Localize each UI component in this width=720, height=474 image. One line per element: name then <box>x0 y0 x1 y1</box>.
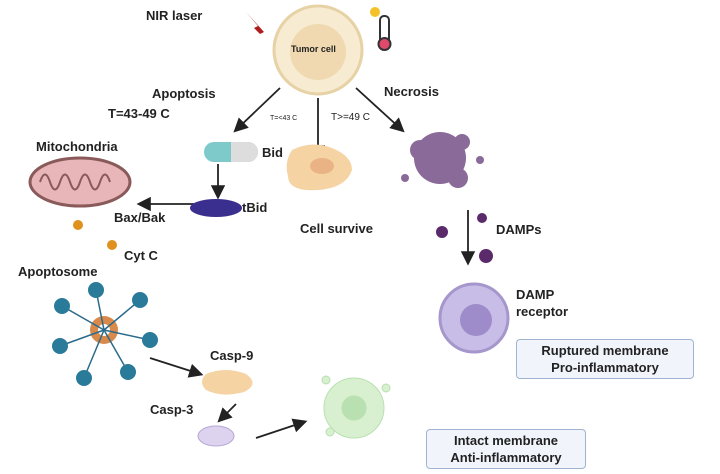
apoptosis-label: Apoptosis <box>152 86 216 101</box>
damp-receptor-label-2: receptor <box>516 304 569 319</box>
nir-laser-label: NIR laser <box>146 8 203 23</box>
apoptosis-summary-line2: Anti-inflammatory <box>450 450 562 465</box>
tbid-icon <box>190 199 242 217</box>
damp-receptor-cell <box>438 282 510 354</box>
casp3-label: Casp-3 <box>150 402 194 417</box>
bid-label: Bid <box>262 145 283 160</box>
cyt-c-dot <box>73 220 83 230</box>
bid-capsule-icon <box>204 142 258 162</box>
apoptotic-cell <box>321 375 391 439</box>
cyt-c-label: Cyt C <box>124 248 158 263</box>
bax-bak-label: Bax/Bak <box>114 210 166 225</box>
necrotic-cell <box>401 132 484 188</box>
cyt-c-dot <box>107 240 117 250</box>
apoptosis-temp-label: T=43-49 C <box>108 106 170 121</box>
necrosis-summary-line1: Ruptured membrane <box>541 343 669 358</box>
mitochondria-label: Mitochondria <box>36 139 118 154</box>
apoptosis-summary-box: Intact membrane Anti-inflammatory <box>426 429 586 469</box>
damp-particles <box>436 213 493 263</box>
low-temp-label: T=<43 C <box>270 115 298 122</box>
casp9-cell <box>202 370 253 395</box>
necrosis-summary-box: Ruptured membrane Pro-inflammatory <box>516 339 694 379</box>
arrows <box>136 87 476 439</box>
necrosis-label: Necrosis <box>384 84 439 99</box>
casp9-label: Casp-9 <box>210 348 254 363</box>
cell-survive-label: Cell survive <box>300 221 373 236</box>
damp-receptor-label-1: DAMP <box>516 287 555 302</box>
apoptosis-summary-line1: Intact membrane <box>453 433 559 448</box>
high-temp-label: T>=49 C <box>331 112 370 123</box>
mitochondria-icon <box>28 156 132 208</box>
tbid-label: tBid <box>242 200 268 215</box>
damps-label: DAMPs <box>496 222 542 237</box>
necrosis-summary-line2: Pro-inflammatory <box>551 360 659 375</box>
casp3-cell <box>197 425 235 447</box>
thermometer-icon <box>370 7 392 51</box>
tumor-cell <box>272 4 364 96</box>
tumor-cell-label: Tumor cell <box>291 44 336 54</box>
laser-bolt-icon <box>246 12 272 46</box>
apoptosome-icon <box>52 282 158 386</box>
apoptosome-label: Apoptosome <box>18 264 98 279</box>
